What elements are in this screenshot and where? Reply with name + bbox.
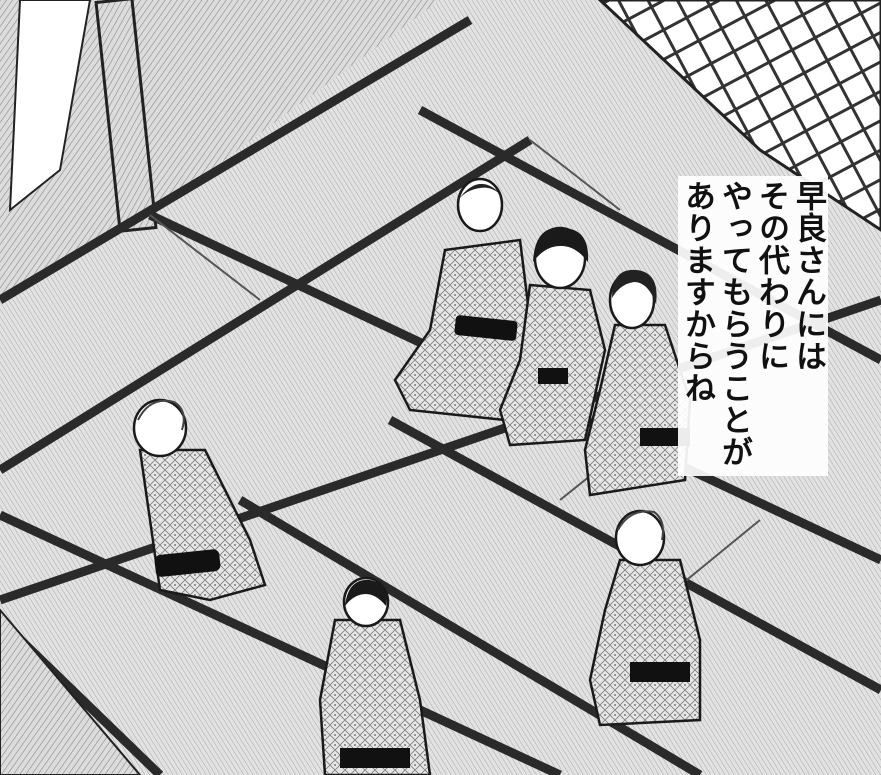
- seated-person-right: [583, 269, 692, 497]
- seated-person-dark-hair-center: [498, 226, 607, 447]
- speech-text: 早良さんには その代わりに やってもらうことが ありますからね: [678, 176, 828, 476]
- doorway-opening: [8, 0, 92, 213]
- speech-line: その代わりに: [753, 180, 789, 372]
- seated-elder-left: [132, 398, 267, 602]
- speech-line: ありますからね: [679, 180, 715, 404]
- seated-person-bottom: [318, 576, 432, 775]
- seated-elder-bottom-right: [588, 509, 702, 727]
- shoji-screen: [597, 0, 881, 232]
- seated-man-back-center: [393, 177, 537, 422]
- wooden-pillar: [94, 0, 158, 233]
- floor-edge-wood: [0, 608, 142, 775]
- speech-line: やってもらうことが: [716, 180, 752, 468]
- speech-line: 早良さんには: [790, 180, 826, 372]
